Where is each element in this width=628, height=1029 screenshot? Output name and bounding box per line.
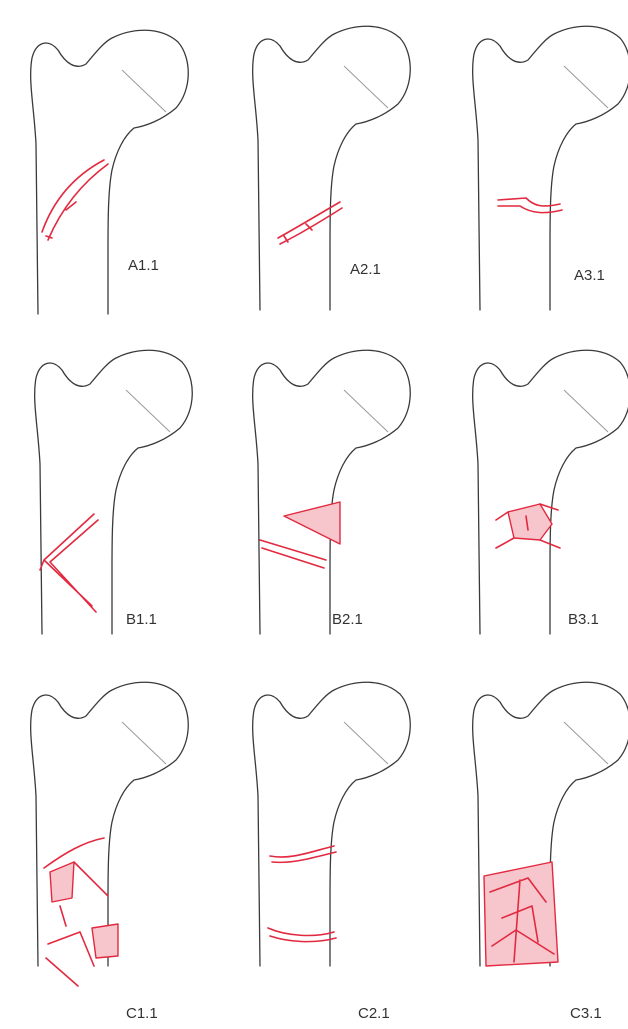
fracture-line [498,198,562,213]
panel-label: C1.1 [126,1005,158,1022]
panel-label: B2.1 [332,611,363,628]
fracture-line [268,846,336,942]
femur-outline [31,682,189,966]
panel-b3-1: B3.1 [473,350,628,634]
fracture-fragment [92,924,118,958]
panel-label: A3.1 [574,267,605,284]
femur-outline [31,30,189,314]
panel-label: A1.1 [128,257,159,274]
femur-outline [35,350,193,634]
fracture-line [260,540,326,568]
femur-outline [473,350,628,634]
femur-outline [253,350,411,634]
fracture-fragment [284,502,340,544]
panel-b1-1: B1.1 [35,350,193,634]
panel-a3-1: A3.1 [473,26,628,310]
fracture-line [44,838,108,986]
panel-a1-1: A1.1 [31,30,189,314]
fracture-fragment [508,504,552,540]
femur-outline [253,682,411,966]
panel-a2-1: A2.1 [253,26,411,310]
panel-c2-1: C2.1 [253,682,411,1022]
panel-label: C3.1 [570,1005,602,1022]
femur-outline [253,26,411,310]
panel-label: B1.1 [126,611,157,628]
fracture-line [278,202,342,244]
panel-c1-1: C1.1 [31,682,189,1022]
panel-label: B3.1 [568,611,599,628]
panel-c3-1: C3.1 [473,682,628,1022]
panel-label: A2.1 [350,261,381,278]
fracture-line [42,160,108,240]
panel-b2-1: B2.1 [253,350,411,634]
fracture-line [40,514,98,612]
fracture-fragment [50,862,74,902]
panel-label: C2.1 [358,1005,390,1022]
